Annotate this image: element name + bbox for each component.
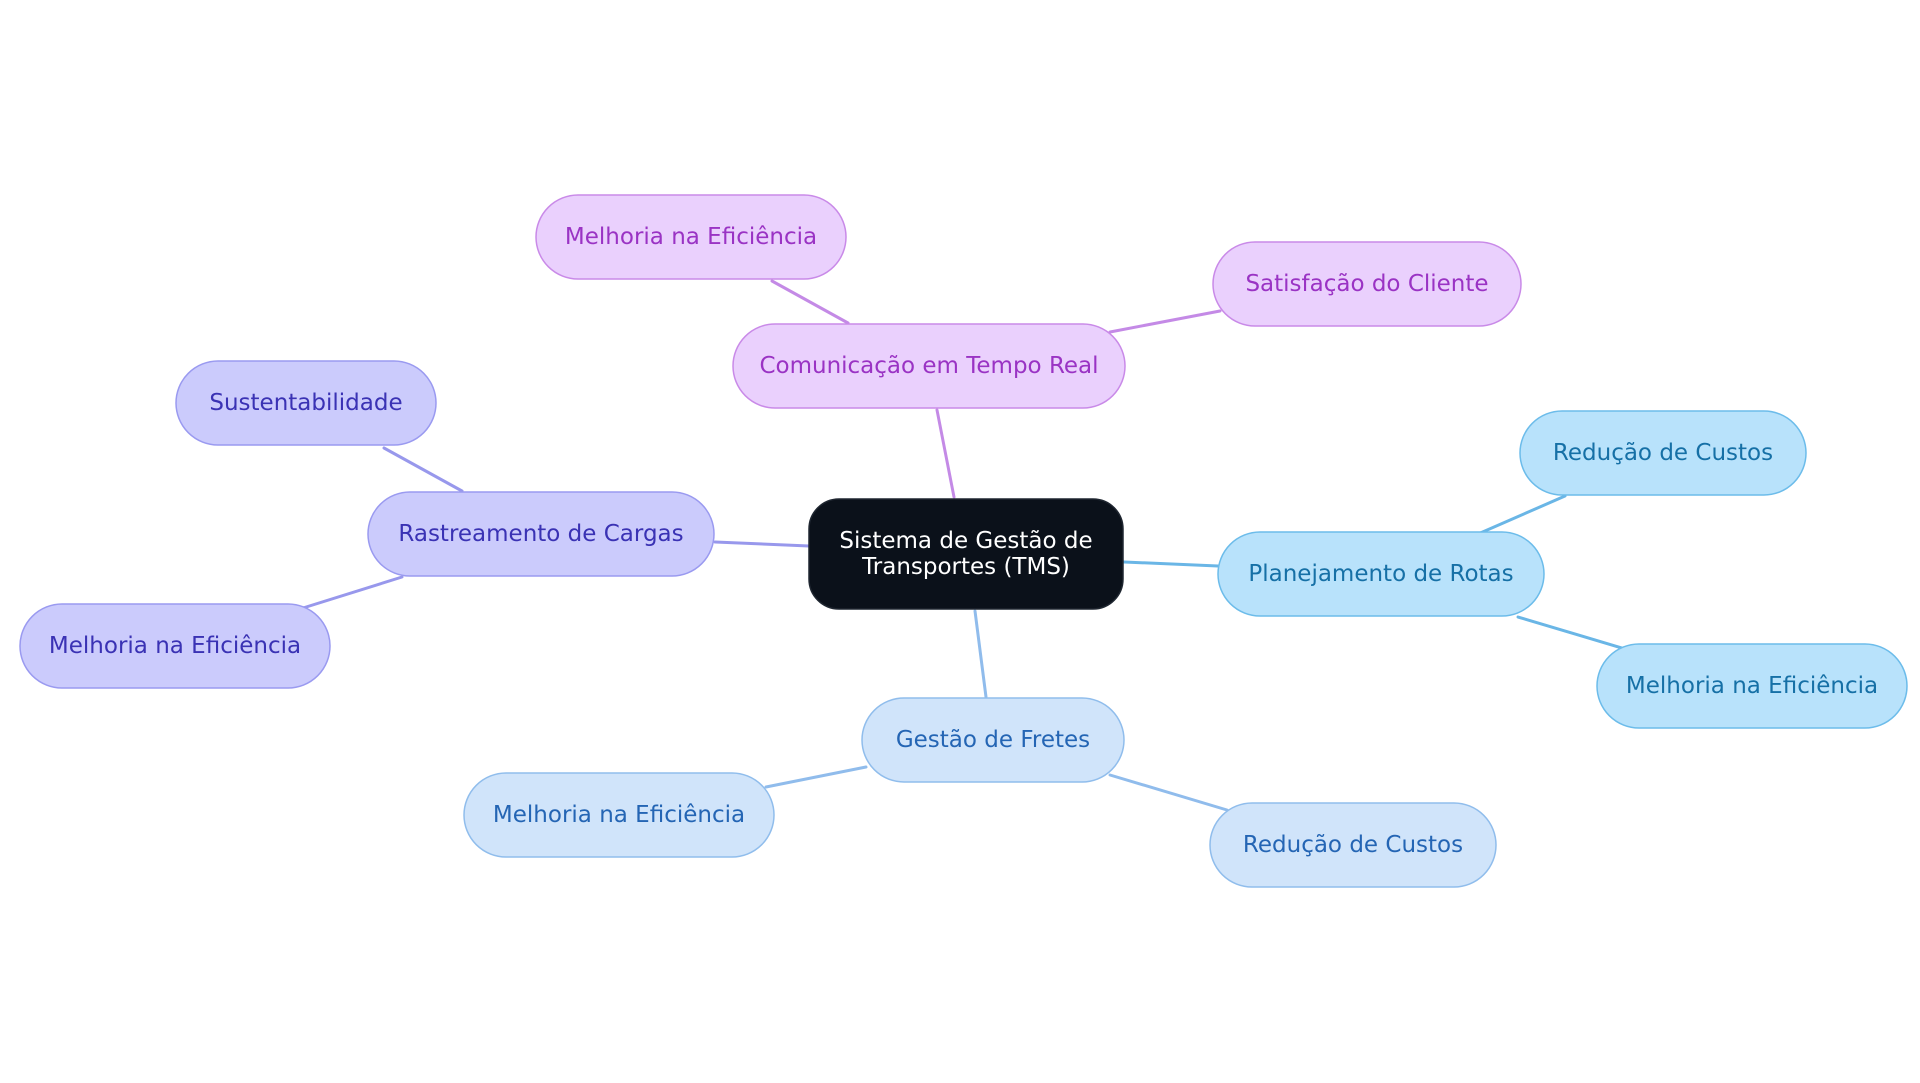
node-label-root-line-2: Transportes (TMS) xyxy=(861,554,1070,580)
node-label-rastreamento-eficiencia: Melhoria na Eficiência xyxy=(49,633,301,659)
node-shape-comunicacao-eficiencia xyxy=(535,194,847,280)
edge-planejamento-eficiencia xyxy=(1516,615,1624,650)
node-shape-comunicacao-satisfacao xyxy=(1212,241,1522,327)
connector-lines xyxy=(301,279,1624,812)
edge-fretes-custos xyxy=(1108,773,1229,812)
edge-rastreamento xyxy=(713,540,811,548)
edge-comunicacao-satisfacao xyxy=(1108,309,1222,334)
node-comunicacao[interactable]: Comunicação em Tempo Real xyxy=(732,323,1126,409)
node-shape-planejamento xyxy=(1217,531,1545,617)
node-fretes-custos[interactable]: Redução de Custos xyxy=(1209,802,1497,888)
node-label-comunicacao: Comunicação em Tempo Real xyxy=(759,353,1098,379)
node-rastreamento-sustentabilidade[interactable]: Sustentabilidade xyxy=(175,360,437,446)
edge-fretes xyxy=(973,609,988,699)
edge-comunicacao-eficiencia xyxy=(770,279,850,325)
node-label-comunicacao-eficiencia: Melhoria na Eficiência xyxy=(565,224,817,250)
edge-rastreamento-sustentabilidade xyxy=(382,446,464,493)
node-label-rastreamento: Rastreamento de Cargas xyxy=(398,521,683,547)
node-shape-fretes xyxy=(861,697,1125,783)
node-shape-fretes-eficiencia xyxy=(463,772,775,858)
node-label-planejamento-eficiencia: Melhoria na Eficiência xyxy=(1626,673,1878,699)
node-label-fretes-eficiencia: Melhoria na Eficiência xyxy=(493,802,745,828)
node-shape-rastreamento-sustentabilidade xyxy=(175,360,437,446)
edge-fretes-eficiencia xyxy=(764,765,868,789)
node-comunicacao-eficiencia[interactable]: Melhoria na Eficiência xyxy=(535,194,847,280)
node-comunicacao-satisfacao[interactable]: Satisfação do Cliente xyxy=(1212,241,1522,327)
node-shape-comunicacao xyxy=(732,323,1126,409)
node-planejamento[interactable]: Planejamento de Rotas xyxy=(1217,531,1545,617)
node-label-fretes-custos: Redução de Custos xyxy=(1243,832,1463,858)
node-rastreamento-eficiencia[interactable]: Melhoria na Eficiência xyxy=(19,603,331,689)
node-shape-root xyxy=(808,498,1124,610)
node-label-root-line-1: Sistema de Gestão de xyxy=(839,528,1092,554)
node-shape-rastreamento-eficiencia xyxy=(19,603,331,689)
edge-planejamento xyxy=(1122,560,1220,568)
node-label-fretes: Gestão de Fretes xyxy=(896,727,1090,753)
node-planejamento-eficiencia[interactable]: Melhoria na Eficiência xyxy=(1596,643,1908,729)
node-label-planejamento: Planejamento de Rotas xyxy=(1248,561,1513,587)
node-label-rastreamento-sustentabilidade: Sustentabilidade xyxy=(209,390,402,416)
edge-comunicacao xyxy=(935,408,956,499)
node-shape-fretes-custos xyxy=(1209,802,1497,888)
edge-rastreamento-eficiencia xyxy=(301,575,404,610)
node-fretes-eficiencia[interactable]: Melhoria na Eficiência xyxy=(463,772,775,858)
edge-planejamento-custos xyxy=(1476,494,1567,536)
node-label-comunicacao-satisfacao: Satisfação do Cliente xyxy=(1245,271,1488,297)
node-fretes[interactable]: Gestão de Fretes xyxy=(861,697,1125,783)
node-shape-rastreamento xyxy=(367,491,715,577)
node-rastreamento[interactable]: Rastreamento de Cargas xyxy=(367,491,715,577)
node-shape-planejamento-eficiencia xyxy=(1596,643,1908,729)
node-planejamento-custos[interactable]: Redução de Custos xyxy=(1519,410,1807,496)
node-label-planejamento-custos: Redução de Custos xyxy=(1553,440,1773,466)
node-shape-planejamento-custos xyxy=(1519,410,1807,496)
